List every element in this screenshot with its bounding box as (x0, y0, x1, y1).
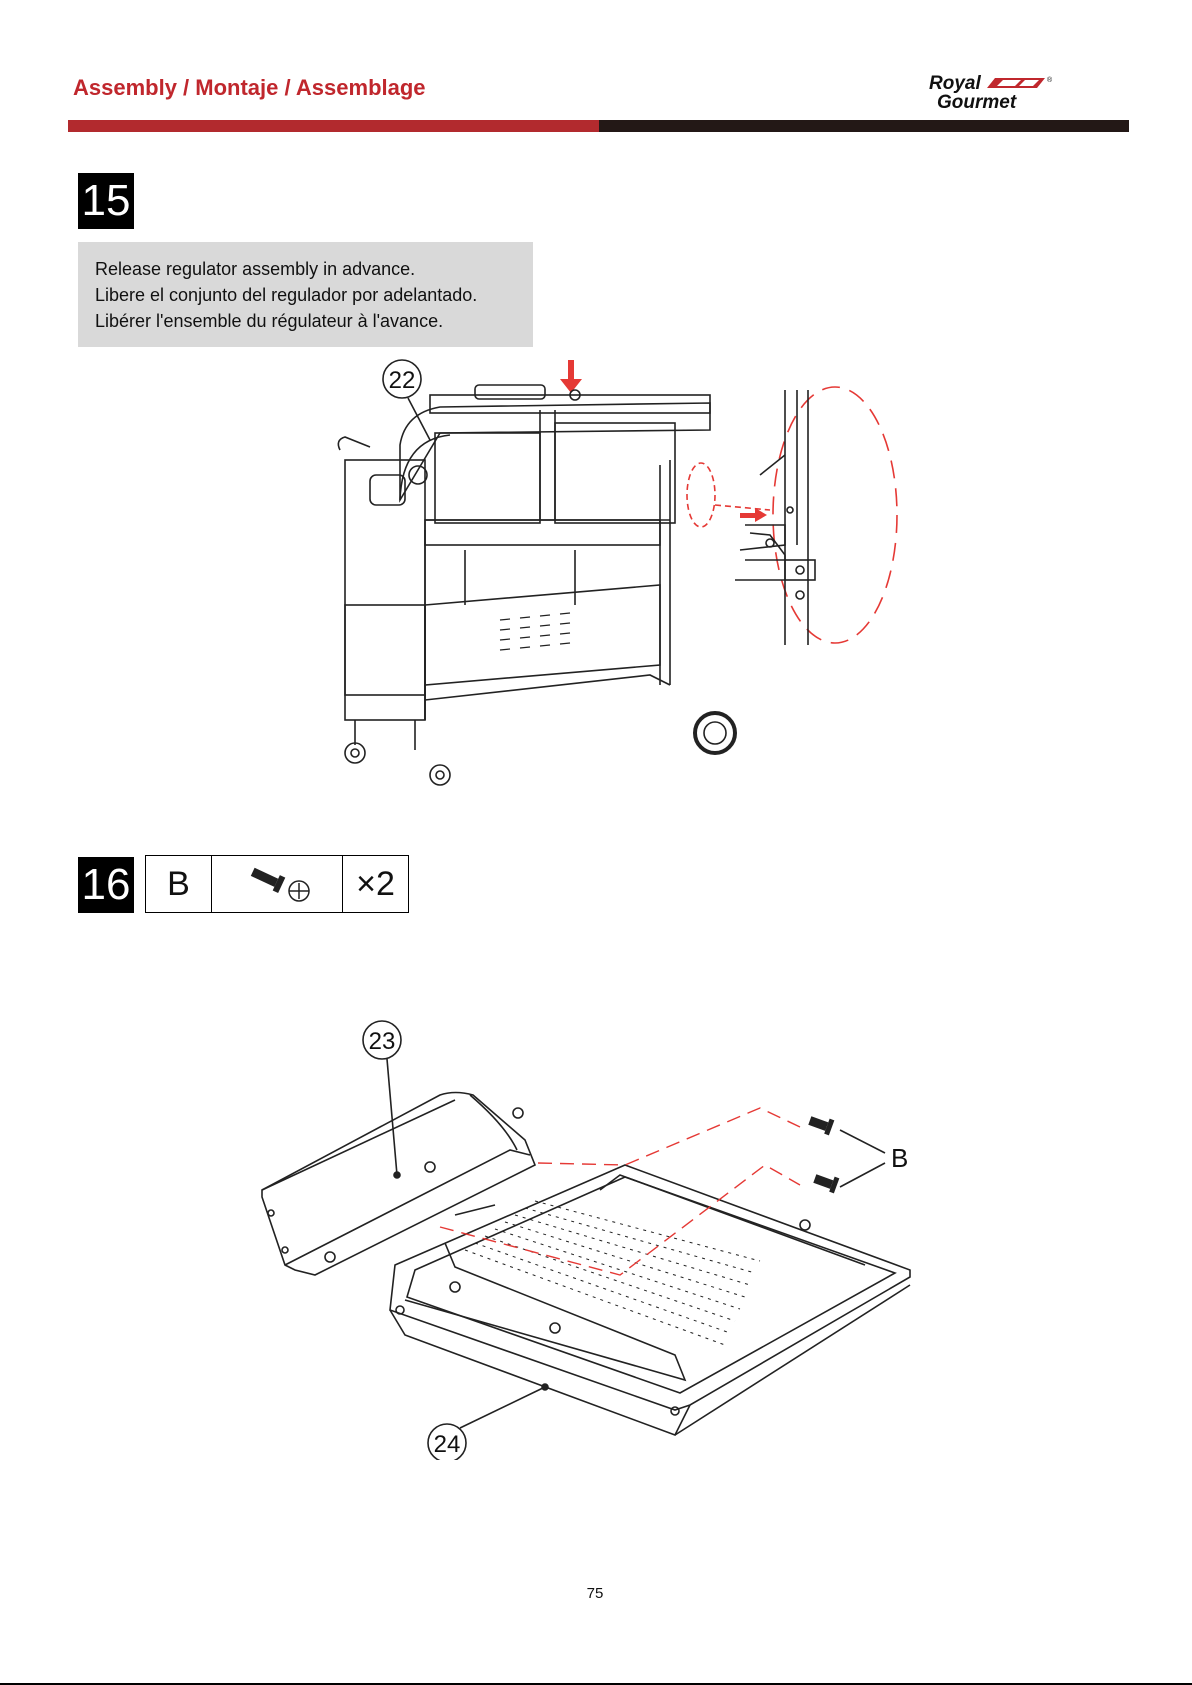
part-label-23: 23 (369, 1028, 396, 1055)
logo-line-2: Gourmet (937, 92, 1017, 112)
hardware-quantity: ×2 (343, 856, 408, 912)
wheel-icon (695, 713, 735, 753)
arrow-right-icon (740, 508, 767, 522)
brand-logo: Royal Gourmet ® (925, 72, 1105, 112)
part-label-24: 24 (434, 1431, 461, 1458)
note-box: Release regulator assembly in advance. L… (78, 242, 533, 347)
part-label-22: 22 (389, 367, 416, 394)
hardware-table: B ×2 (145, 855, 409, 913)
logo-line-1: Royal (929, 73, 981, 94)
tray-assembly-diagram: 23 24 (255, 1015, 945, 1460)
page-number: 75 (560, 1585, 630, 1602)
step-16-badge: 16 (78, 857, 134, 913)
step-15-badge: 15 (78, 173, 134, 229)
hardware-code: B (146, 856, 212, 912)
screw-icon (812, 1170, 839, 1193)
hardware-icon-cell (212, 856, 343, 912)
caster-icon (430, 765, 450, 785)
screw-icon (807, 1112, 834, 1135)
screw-label-b: B (891, 1143, 908, 1173)
flame-icon (987, 78, 1045, 88)
registered-mark: ® (1047, 76, 1053, 84)
note-line-en: Release regulator assembly in advance. (95, 256, 533, 282)
page-title: Assembly / Montaje / Assemblage (73, 75, 426, 101)
grill-assembly-diagram: 22 (330, 355, 930, 800)
detail-callout (773, 387, 897, 643)
note-line-fr: Libérer l'ensemble du régulateur à l'ava… (95, 308, 533, 334)
header-rule-dark (599, 120, 1129, 132)
arrow-down-icon (560, 360, 582, 393)
screw-icon (237, 861, 317, 907)
header-rule-red (68, 120, 599, 132)
note-line-es: Libere el conjunto del regulador por ade… (95, 282, 533, 308)
caster-icon (345, 743, 365, 763)
